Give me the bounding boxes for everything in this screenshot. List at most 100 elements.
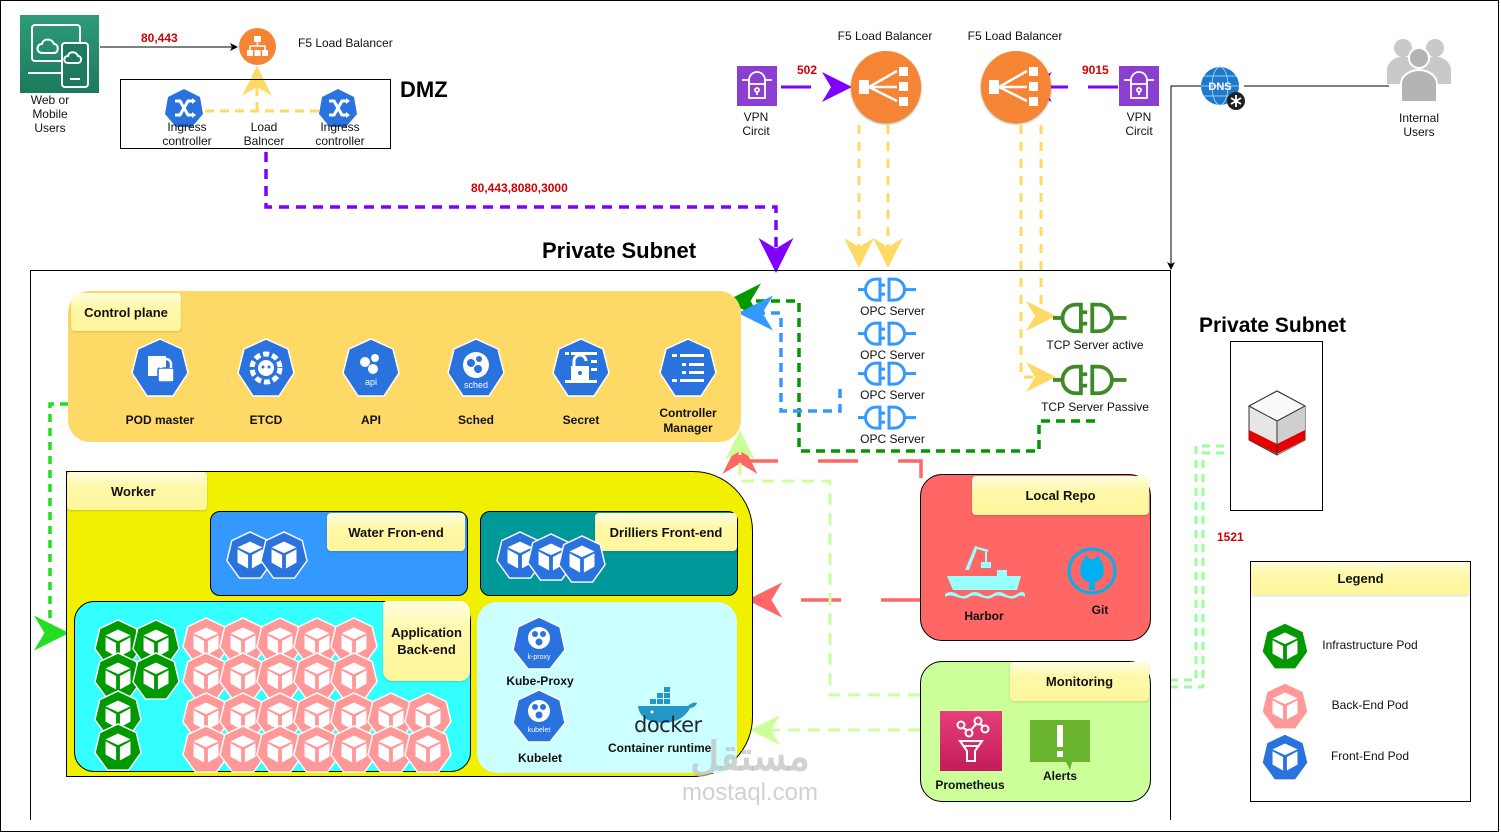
ingress-controller-icon-2[interactable] — [318, 88, 358, 128]
port-vpn-left: 502 — [797, 63, 818, 77]
local-repo-title: Local Repo — [972, 476, 1149, 515]
git-label: Git — [1091, 603, 1109, 617]
opc-server-icon[interactable] — [858, 277, 918, 307]
container-runtime-label: Container runtime — [608, 741, 712, 755]
port-db: 1521 — [1217, 530, 1244, 544]
vpn-right-icon[interactable] — [1119, 66, 1159, 106]
vpn-right-line-2: Circit — [1125, 124, 1153, 138]
internal-users-label: Internal Users — [1393, 111, 1445, 139]
git-icon[interactable] — [1067, 546, 1117, 596]
ingress-1-line-2: controller — [162, 134, 212, 148]
backend-pod-icon[interactable] — [182, 652, 230, 705]
internal-users-line-2: Users — [1403, 125, 1435, 139]
alerts-label: Alerts — [1042, 769, 1077, 783]
opc-server-label: OPC Server — [860, 348, 925, 362]
docker-wordmark: docker — [634, 713, 702, 737]
opc-server-label: OPC Server — [860, 388, 925, 402]
backend-pod-icon[interactable] — [330, 692, 378, 745]
alerts-icon[interactable] — [1030, 720, 1090, 770]
backend-pod-icon[interactable] — [293, 692, 341, 745]
tcp-server-icon[interactable] — [1053, 302, 1129, 339]
kube-proxy-badge: k-proxy — [528, 654, 551, 661]
harbor-icon[interactable] — [945, 540, 1025, 602]
f5-top-left-label: F5 Load Balancer — [298, 36, 393, 50]
internal-users-line-1: Internal — [1398, 111, 1440, 125]
backend-pod-icon[interactable] — [256, 692, 304, 745]
kubelet-badge: kubelet — [528, 727, 551, 734]
ingress-1-line-1: Ingress — [167, 120, 207, 134]
kubelet-label: Kubelet — [517, 751, 562, 765]
tcp-server-icon[interactable] — [1053, 364, 1129, 401]
infra-pod-icon[interactable] — [94, 723, 142, 776]
control-plane-item-label: POD master — [125, 413, 195, 427]
prometheus-icon[interactable] — [940, 711, 1002, 771]
backend-pod-icon[interactable] — [256, 652, 304, 705]
dmz-item-ingress-2: Ingress controller — [308, 120, 372, 148]
pod-lock-icon[interactable] — [120, 333, 200, 405]
app-backend-title-line-2: Back-end — [397, 642, 456, 657]
backend-pod-icon[interactable] — [256, 617, 304, 670]
vpn-right-label: VPN Circit — [1119, 110, 1159, 138]
watermark-arabic: مستقل — [690, 735, 810, 779]
infra-pod-icon[interactable] — [94, 652, 142, 705]
web-users-line-1: Web or — [30, 93, 70, 107]
backend-pod-icon[interactable] — [404, 725, 452, 778]
opc-server-icon[interactable] — [858, 361, 918, 391]
svg-text:api: api — [365, 377, 377, 387]
frontend-pod-icon[interactable] — [226, 531, 274, 584]
opc-server-icon[interactable] — [858, 321, 918, 351]
backend-pod-icon[interactable] — [330, 617, 378, 670]
port-dmz-to-private: 80,443,8080,3000 — [471, 181, 568, 195]
dmz-title: DMZ — [400, 77, 448, 102]
control-plane-item-label: Sched — [457, 413, 494, 427]
vpn-right-line-1: VPN — [1126, 110, 1152, 124]
lb-line-1: Load — [250, 120, 278, 134]
controller-manager-icon[interactable] — [648, 333, 728, 405]
scheduler-icon[interactable]: sched — [436, 333, 516, 405]
frontend-pod-icon[interactable] — [558, 535, 606, 588]
opc-server-icon[interactable] — [858, 405, 918, 435]
backend-pod-icon[interactable] — [182, 725, 230, 778]
worker-title: Worker — [67, 472, 207, 510]
legend-item-label: Infrastructure Pod — [1322, 638, 1418, 652]
opc-server-label: OPC Server — [860, 432, 925, 446]
drilliers-frontend-title: Drilliers Front-end — [595, 513, 737, 551]
infra-pod-icon[interactable] — [132, 652, 180, 705]
monitoring-title: Monitoring — [1010, 662, 1149, 701]
vpn-left-icon[interactable] — [737, 66, 777, 106]
f5-center-label: F5 Load Balancer — [837, 29, 933, 43]
watermark: مستقل mostaql.com — [655, 735, 845, 807]
kubelet-icon[interactable]: kubelet — [512, 689, 566, 743]
f5-load-balancer-center-icon[interactable] — [851, 51, 921, 123]
dmz-item-load-balancer: Load Balncer — [234, 120, 294, 148]
vpn-left-line-2: Circit — [742, 124, 770, 138]
etcd-icon[interactable] — [226, 333, 306, 405]
f5-right-label: F5 Load Balancer — [967, 29, 1063, 43]
port-web-to-f5: 80,443 — [141, 31, 178, 45]
kube-proxy-icon[interactable]: k-proxy — [512, 616, 566, 670]
dns-icon[interactable]: DNS — [1200, 66, 1245, 110]
ingress-controller-icon-1[interactable] — [164, 88, 204, 128]
control-plane-item-label-line: Manager — [663, 421, 713, 435]
dmz-item-ingress-1: Ingress controller — [155, 120, 219, 148]
web-mobile-users-icon — [20, 15, 99, 93]
backend-pod-icon[interactable] — [367, 692, 415, 745]
vpn-left-label: VPN Circit — [736, 110, 776, 138]
private-subnet-main-title: Private Subnet — [542, 238, 697, 263]
private-subnet-db-box — [1230, 341, 1323, 511]
backend-pod-icon[interactable] — [219, 617, 267, 670]
backend-pod-icon[interactable] — [256, 725, 304, 778]
backend-pod-icon[interactable] — [219, 725, 267, 778]
f5-load-balancer-small-icon[interactable] — [239, 28, 276, 65]
dns-text: DNS — [1208, 81, 1231, 93]
frontend-pod-icon[interactable] — [260, 531, 308, 584]
oracle-database-icon[interactable] — [1247, 390, 1307, 456]
docker-icon[interactable] — [632, 685, 702, 725]
secret-icon[interactable] — [541, 333, 621, 405]
tcp-server-label: TCP Server Passive — [1041, 400, 1149, 414]
backend-pod-icon[interactable] — [293, 725, 341, 778]
infra-pod-icon[interactable] — [132, 619, 180, 672]
api-icon[interactable]: api — [331, 333, 411, 405]
f5-load-balancer-right-icon[interactable] — [981, 51, 1051, 123]
